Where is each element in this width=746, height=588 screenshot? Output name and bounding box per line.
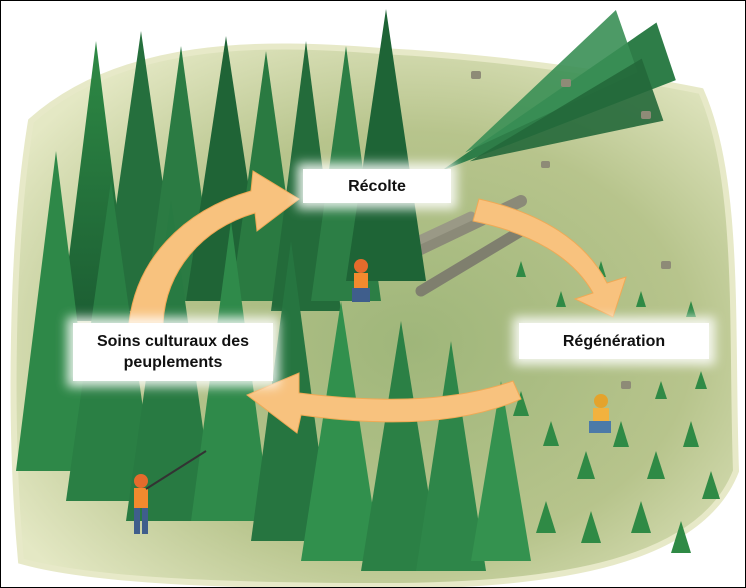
label-stand-care: Soins culturaux des peuplements bbox=[73, 323, 273, 381]
worker-planter bbox=[589, 394, 611, 433]
seedlings bbox=[513, 261, 720, 553]
label-harvest: Récolte bbox=[303, 169, 451, 203]
arrow-to-regeneration bbox=[472, 198, 627, 318]
arrow-to-harvest bbox=[128, 170, 300, 324]
arrow-to-stand-care bbox=[246, 372, 522, 434]
worker-pruner bbox=[134, 450, 207, 534]
label-regeneration: Régénération bbox=[519, 323, 709, 359]
cycle-arrows bbox=[128, 170, 627, 434]
falling-tree bbox=[441, 10, 676, 171]
worker-feller bbox=[352, 259, 370, 302]
